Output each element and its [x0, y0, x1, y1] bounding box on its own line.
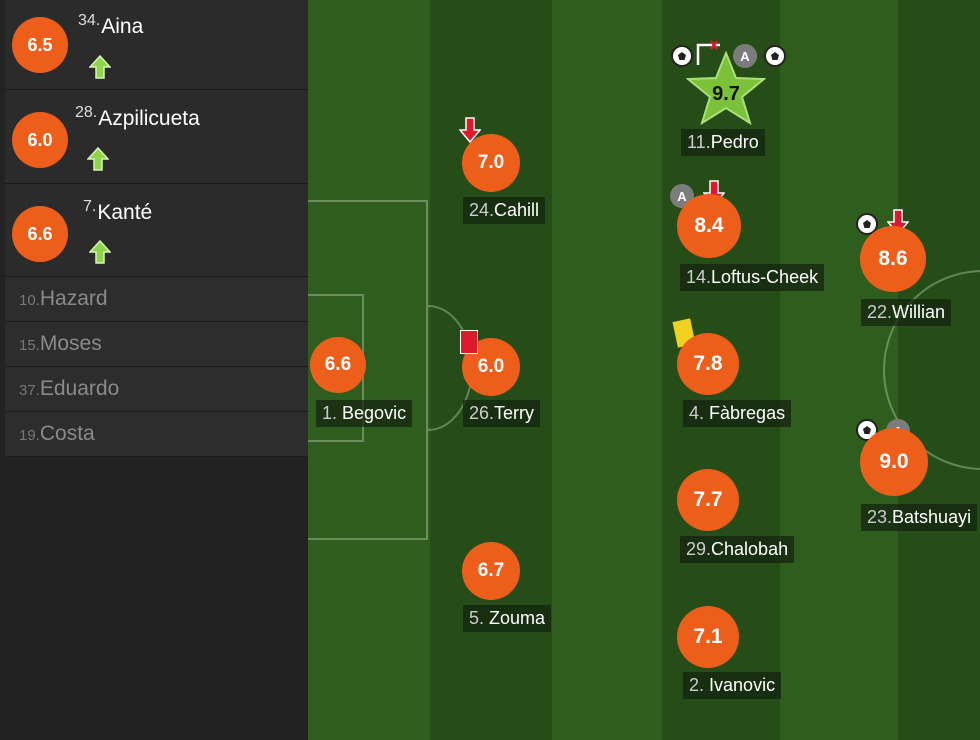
sub-on-arrow-icon [89, 240, 111, 264]
rating-badge-fabregas[interactable]: 7.8 [677, 333, 739, 395]
bench-row-moses[interactable]: 15.Moses [5, 322, 308, 367]
bench-row-eduardo[interactable]: 37.Eduardo [5, 367, 308, 412]
sub-on-arrow-icon [87, 147, 109, 171]
rating-badge: 6.5 [12, 17, 68, 73]
rating-badge-ivanovic[interactable]: 7.1 [677, 606, 739, 668]
rating-badge: 6.0 [12, 112, 68, 168]
man-of-the-match-star-icon [686, 51, 766, 125]
penalty-area-line [308, 200, 428, 540]
player-name-batshuayi[interactable]: 23.Batshuayi [861, 504, 978, 531]
rating-badge-willian[interactable]: 8.6 [860, 226, 926, 292]
substitute-row-aina[interactable]: 6.5 34.Aina [5, 0, 308, 90]
goal-ball-icon [856, 213, 878, 235]
rating-badge-pedro[interactable]: 9.7 [712, 82, 740, 105]
player-name-terry[interactable]: 26.Terry [463, 400, 541, 427]
player-name-ivanovic[interactable]: 2. Ivanovic [683, 672, 782, 699]
rating-badge-loftus-cheek[interactable]: 8.4 [677, 194, 741, 258]
substitutes-panel: 6.5 34.Aina 6.0 28.Azpilicueta 6.6 7.Kan… [0, 0, 308, 740]
substitute-row-kante[interactable]: 6.6 7.Kanté [5, 184, 308, 277]
player-name-pedro[interactable]: 11.Pedro [681, 129, 765, 156]
sub-off-arrow-icon [459, 117, 481, 143]
rating-badge-begovic[interactable]: 6.6 [310, 337, 366, 393]
assist-icon: A [733, 44, 757, 68]
rating-badge: 6.6 [12, 206, 68, 262]
player-name: 34.Aina [78, 12, 144, 38]
sub-on-arrow-icon [89, 55, 111, 79]
red-card-icon [460, 330, 478, 354]
substitute-row-azpilicueta[interactable]: 6.0 28.Azpilicueta [5, 90, 308, 184]
rating-badge-chalobah[interactable]: 7.7 [677, 469, 739, 531]
bench-row-hazard[interactable]: 10.Hazard [5, 277, 308, 322]
player-name: 28.Azpilicueta [75, 104, 200, 130]
player-name-fabregas[interactable]: 4. Fàbregas [683, 400, 792, 427]
goal-ball-icon [764, 45, 786, 67]
rating-badge-zouma[interactable]: 6.7 [462, 542, 520, 600]
bench-row-costa[interactable]: 19.Costa [5, 412, 308, 457]
player-name-begovic[interactable]: 1. Begovic [316, 400, 413, 427]
player-name-chalobah[interactable]: 29.Chalobah [680, 536, 795, 563]
player-name-loftus-cheek[interactable]: 14.Loftus-Cheek [680, 264, 825, 291]
goal-post-icon [696, 40, 720, 65]
player-name-willian[interactable]: 22.Willian [861, 299, 952, 326]
player-name-cahill[interactable]: 24.Cahill [463, 197, 546, 224]
rating-badge-batshuayi[interactable]: 9.0 [860, 428, 928, 496]
pitch: 6.6 1. Begovic 7.0 24.Cahill 6.0 26.Terr… [308, 0, 980, 740]
goal-ball-icon [671, 45, 693, 67]
rating-badge-cahill[interactable]: 7.0 [462, 134, 520, 192]
player-name-zouma[interactable]: 5. Zouma [463, 605, 552, 632]
player-name: 7.Kanté [83, 198, 153, 224]
